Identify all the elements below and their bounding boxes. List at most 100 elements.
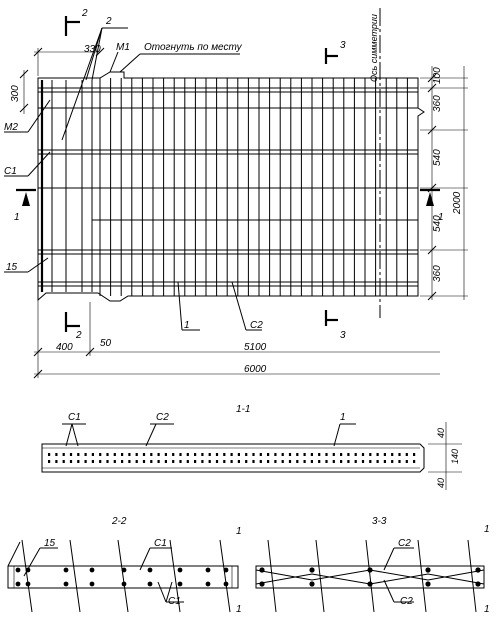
stirrup-line [117,539,129,613]
bar-dot [274,460,277,463]
bar-dot [142,453,146,456]
section-1-1-bars [48,453,416,463]
section-3-top-number: 3 [340,40,346,51]
s22-n1-bottom-label: 1 [236,604,242,615]
vertical-bars [99,78,408,296]
right-dim-label: 360 [432,95,443,112]
bar-dot [369,460,372,463]
bar-section [475,581,481,587]
bar-dot [215,453,219,456]
section-3-3-stirrups [267,539,477,613]
bar-section [309,567,315,573]
bar-dot [157,453,160,456]
bar-dot [267,453,270,456]
bar-dot [252,460,255,463]
bar-dot [208,460,211,463]
bar-dot [405,453,408,456]
section-1-1-outline [41,443,425,473]
right-dim-label: 540 [432,215,443,232]
bar-dot [194,460,197,463]
bar-dot [259,460,262,463]
bar-section [63,581,69,587]
bar-dot [318,453,321,456]
dim-50-label: 50 [100,338,112,349]
bar-dot [259,453,262,456]
section-2-2-stirrups [21,539,231,613]
bar-dot [325,460,328,463]
bar-dot [245,453,248,456]
section-1-1: 1-1 40 140 40 С1 С2 1 [41,404,462,490]
bar-dot [318,460,321,463]
section-1-left-number: 1 [14,212,20,223]
bar-section [367,581,373,587]
section-3-3-bars [259,567,481,587]
bar-section [259,581,265,587]
bar-dot [84,460,87,463]
section-2-2-bars [15,567,229,587]
bar-dot [332,453,335,456]
stirrup-line [69,539,81,613]
bar-section [177,581,183,587]
section-1-right-number: 1 [438,212,444,223]
bar-dot [252,453,255,456]
bar-dot [391,453,394,456]
bar-dot [310,453,313,456]
s33-c2-bottom-label: С2 [400,596,413,607]
bar-dot [230,453,233,456]
stirrup-line [365,539,375,613]
bar-dot [340,453,343,456]
bar-dot [179,460,182,463]
bar-dot [128,460,131,463]
bar-dot [354,453,357,456]
bar-dot [186,453,189,456]
bar-dot [69,453,73,456]
bar-dot [237,460,240,463]
bar-section [309,581,315,587]
s22-c1-bottom-label: С1 [168,596,181,607]
bar-dot [48,460,51,463]
bar-dot [179,453,182,456]
section-2-bottom-number: 2 [75,330,82,341]
s22-n15-label: 15 [44,538,56,549]
section-2-top-number: 2 [81,8,88,19]
bar-dot [113,460,116,463]
bar-dot [194,453,197,456]
bend-note: Отогнуть по месту [144,42,243,53]
bar-dot [157,460,160,463]
dim-300-label: 300 [10,85,21,102]
axis-label: Ось симметрии [369,14,379,82]
bar-dot [223,460,226,463]
bar-dot [376,460,379,463]
s11-n1-label: 1 [340,412,346,423]
bar-dot [303,453,306,456]
bar-dot [413,460,416,463]
bar-dot [413,453,416,456]
bar-section [89,567,95,573]
bar-dot [354,460,357,463]
bar-section [147,581,153,587]
bar-dot [48,453,51,456]
bar-dot [383,460,386,463]
bar-section [425,581,431,587]
bar-section [89,581,95,587]
bar-section [15,581,21,587]
m2-label: М2 [4,122,18,133]
bar-dot [361,453,365,456]
bar-dot [91,453,94,456]
bar-dot [405,460,408,463]
bar-dot [99,453,102,456]
bar-section [367,567,373,573]
bar-dot [135,453,138,456]
section-2-2-outline [7,565,239,589]
bar-dot [383,453,386,456]
bar-dot [369,453,372,456]
bar-dot [172,453,175,456]
dim-2000-label: 2000 [452,191,463,215]
bar-dot [223,453,226,456]
bar-dot [172,460,175,463]
bar-dot [391,460,394,463]
bar-dot [84,453,87,456]
bar-dot [274,453,277,456]
s22-n1-top-label: 1 [236,526,242,537]
